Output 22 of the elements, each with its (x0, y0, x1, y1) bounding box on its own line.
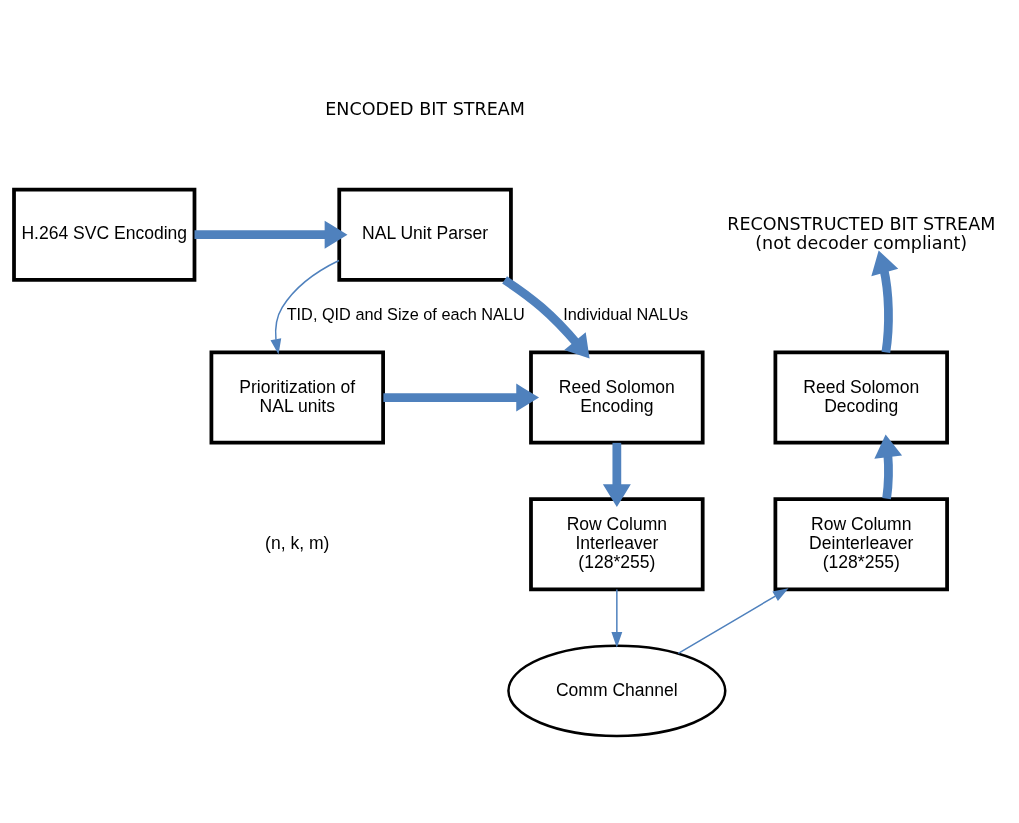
arrow (602, 442, 631, 507)
arrow (501, 275, 590, 359)
label: (n, k, m) (264, 532, 329, 553)
arrow (610, 588, 622, 648)
arrow (873, 434, 902, 499)
arrow (677, 587, 789, 654)
arrow (270, 259, 340, 355)
node-box: Reed Solomon Decoding (773, 350, 949, 445)
arrow (194, 220, 347, 249)
node-ellipse: Comm Channel (506, 644, 726, 737)
edge-label: TID, QID and Size of each NALU (286, 304, 525, 323)
edge-label: Individual NALUs (562, 304, 688, 323)
node-box: Prioritization of NAL units (209, 350, 385, 445)
node-box: Row Column Deinterleaver (128*255) (773, 496, 949, 591)
node-box: H.264 SVC Encoding (11, 187, 196, 282)
node-box: Row Column Interleaver (128*255) (528, 496, 705, 591)
label: ENCODED BIT STREAM (324, 98, 525, 119)
node-box: Reed Solomon Encoding (528, 350, 705, 445)
arrow (870, 249, 898, 353)
arrow (382, 383, 539, 412)
node-box: NAL Unit Parser (336, 187, 513, 282)
node-text: RECONSTRUCTED BIT STREAM (not decoder compliant) (726, 213, 995, 253)
